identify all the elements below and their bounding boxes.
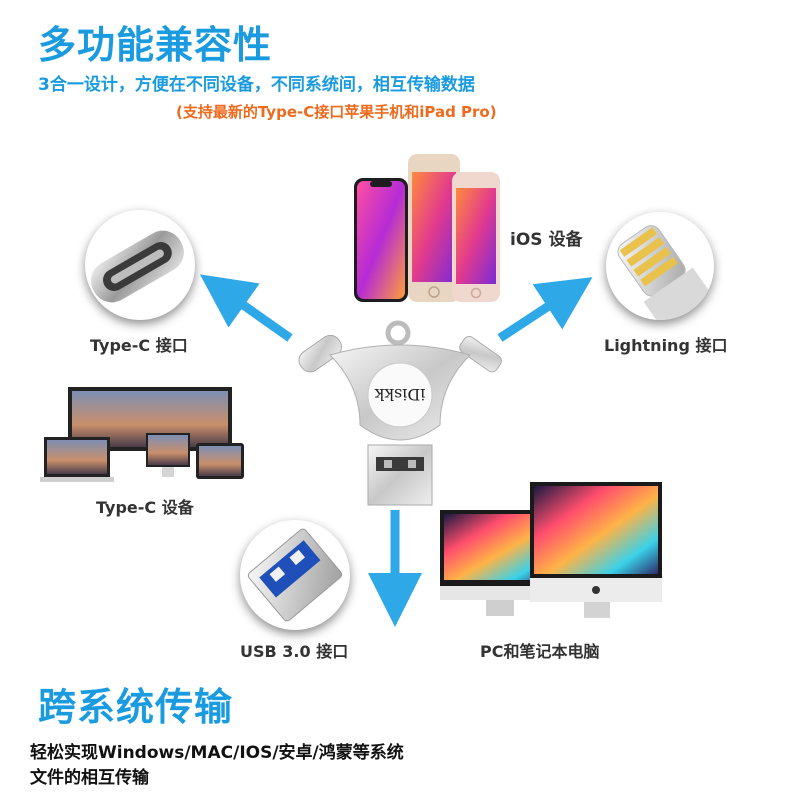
arrow-icon: [497, 277, 593, 342]
footer-line-1: 轻松实现Windows/MAC/IOS/安卓/鸿蒙等系统: [30, 743, 404, 763]
iphones-illustration: [354, 154, 500, 302]
typec-connector-circle: [85, 210, 195, 320]
brand-logo: iDiskk: [374, 385, 425, 404]
footer-title: 跨系统传输: [38, 685, 234, 729]
footer-line-2: 文件的相互传输: [30, 768, 149, 788]
arrow-icon: [199, 274, 293, 342]
pc-devices-illustration: [440, 482, 662, 618]
page-title: 多功能兼容性: [38, 23, 273, 67]
lightning-connector-circle: [606, 212, 714, 320]
compatibility-note: (支持最新的Type-C接口苹果手机和iPad Pro): [176, 103, 497, 121]
typec-device-label: Type-C 设备: [96, 498, 194, 517]
typec-port-label: Type-C 接口: [90, 336, 188, 355]
lightning-connector-icon: [617, 225, 714, 320]
page-subtitle: 3合一设计，方便在不同设备，不同系统间，相互传输数据: [38, 75, 475, 95]
usb-port-label: USB 3.0 接口: [240, 642, 349, 661]
typec-devices-illustration: [40, 387, 244, 482]
typec-connector-icon: [90, 230, 184, 303]
usb-connector-icon: [247, 528, 343, 622]
ios-device-label: iOS 设备: [510, 230, 583, 250]
lightning-port-label: Lightning 接口: [604, 336, 728, 355]
pc-device-label: PC和笔记本电脑: [480, 642, 600, 661]
otg-drive-device: iDiskk: [298, 320, 502, 506]
usb-connector-circle: [240, 520, 350, 630]
